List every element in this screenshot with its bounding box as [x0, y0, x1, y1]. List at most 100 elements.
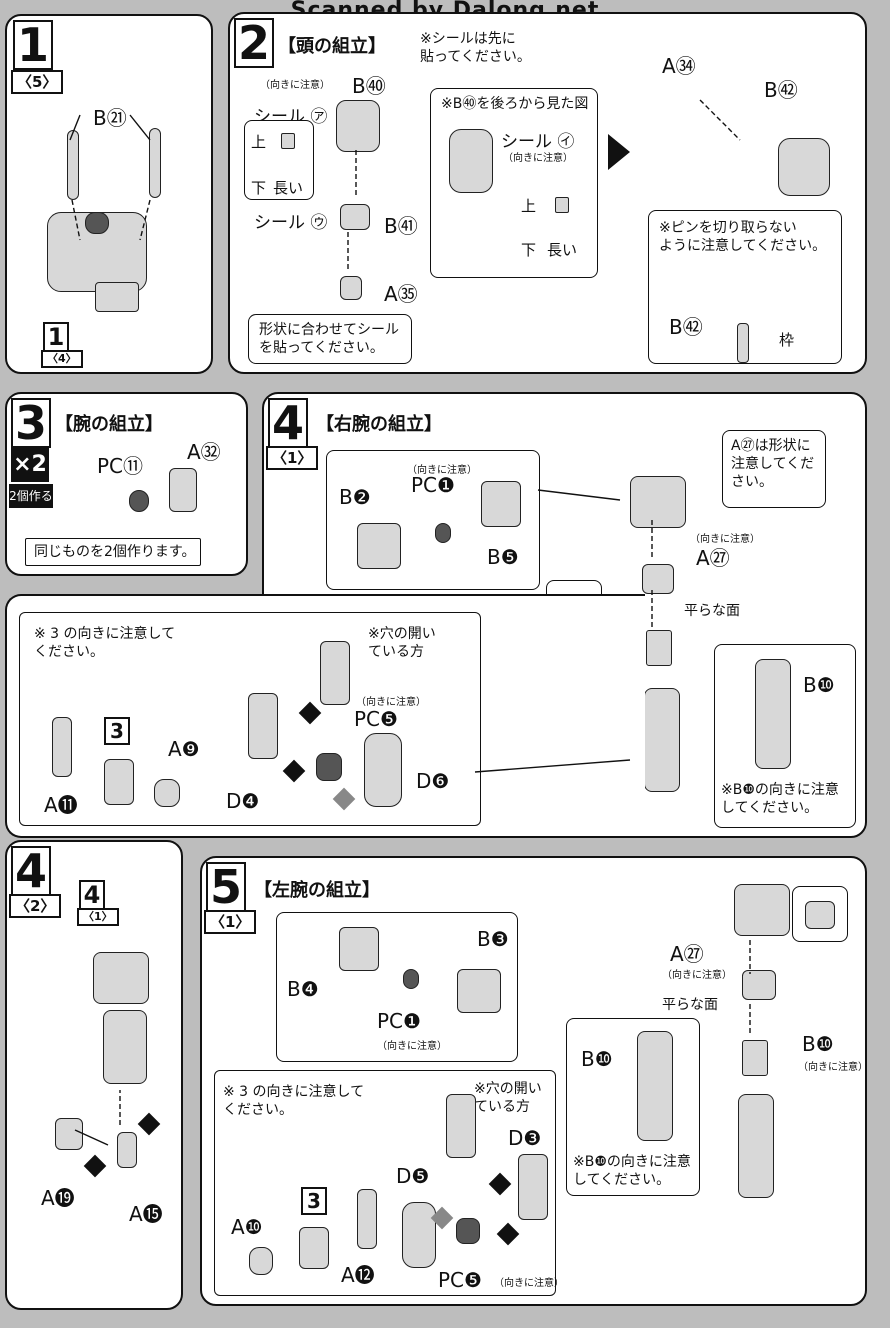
step5-orient-2: （向きに注意）: [662, 970, 732, 981]
step2-orient-1: （向きに注意）: [260, 80, 330, 91]
step2-orient-2: （向きに注意）: [503, 153, 573, 164]
d3-part: [518, 1154, 548, 1220]
step4-1-lower-panel: ※ 3 の向きに注意して ください。 3 A❾ A⓫ ※穴の開い ている方 （向…: [5, 594, 645, 838]
b10-note-box: B❿ ※B❿の向きに注意 してください。: [714, 644, 856, 828]
step5-label-a10: A❿: [231, 1215, 263, 1239]
step4-1-label-a11: A⓫: [44, 793, 78, 817]
head-assembled: [778, 138, 830, 196]
left-forearm-assembled: [738, 1094, 774, 1198]
step4-2-sub: 〈2〉: [9, 894, 62, 918]
step5-label-b3: B❸: [477, 927, 509, 951]
step4-1-label-a9: A❾: [168, 737, 200, 761]
head-part-a35: [340, 276, 362, 300]
step5-label-pc1: PC❶: [377, 1009, 421, 1033]
step4-1-label-a27: A㉗: [696, 546, 730, 570]
step4-2-ref-sub: 〈1〉: [77, 908, 119, 926]
left-elbow-sub-box: B❹ PC❶ （向きに注意） B❸: [276, 912, 518, 1062]
step3-title: 【腕の組立】: [55, 414, 163, 435]
seal-a-long: 長い: [273, 179, 304, 197]
arm-upper-assembled: [93, 952, 149, 1004]
a15-part: [117, 1132, 137, 1168]
step1-ref-sub: 〈4〉: [41, 350, 83, 368]
step2-title: 【頭の組立】: [278, 36, 386, 57]
step5-flat: 平らな面: [662, 997, 718, 1013]
step2-seal-u: シール ㋒: [254, 213, 328, 233]
left-pc5-part: [456, 1218, 480, 1244]
step2-pin-note: ※ピンを切り取らない ように注意してください。: [659, 220, 827, 254]
step5-hole-note: ※穴の開い ている方: [474, 1081, 542, 1115]
b10-detail-shape: [755, 659, 791, 769]
left-a27-part: [742, 970, 776, 1000]
left-pc1-part: [403, 969, 419, 989]
a32-part: [169, 468, 197, 512]
pc11-part: [129, 490, 149, 512]
step5-label-b10b: B❿: [802, 1032, 834, 1056]
step1-label-b21: B㉑: [93, 106, 127, 130]
a27-note-box: A㉗は形状に 注意してくだ さい。: [722, 430, 826, 508]
step5-step3-note: ※ 3 の向きに注意して ください。: [223, 1084, 365, 1118]
head-back-shape: [449, 129, 493, 193]
step2-shape-note: 形状に合わせてシール を貼ってください。: [259, 322, 399, 356]
step5-title: 【左腕の組立】: [254, 880, 380, 901]
step2-label-b41: B㊶: [384, 214, 418, 238]
step2-label-a35: A㉟: [384, 282, 418, 306]
a27-part: [642, 564, 674, 594]
step4-1-sub: 〈1〉: [266, 446, 319, 470]
b5-part: [481, 481, 521, 527]
step4-1-ref3: 3: [104, 717, 130, 745]
seal-a-shape: [281, 133, 295, 149]
torso-legs: [95, 282, 139, 312]
step4-1-a27-note: A㉗は形状に 注意してくだ さい。: [731, 438, 815, 490]
step2-label-b40: B㊵: [352, 74, 386, 98]
pc1-part: [435, 523, 451, 543]
step2-frame-label: 枠: [779, 331, 795, 349]
seal-i-long: 長い: [547, 241, 578, 259]
step4-1-label-pc5: PC❺: [354, 707, 398, 731]
step4-2-label-a19: A⓳: [41, 1186, 75, 1210]
step4-2-number: 4: [11, 846, 51, 896]
step4-1-label-d6: D❻: [416, 769, 450, 793]
step4-1-label-b10-detail: B❿: [803, 673, 835, 697]
elbow-sub-box: （向きに注意） PC❶ B❷ B❺: [326, 450, 540, 590]
a19-part: [55, 1118, 83, 1150]
step4-1-orient-4: （向きに注意）: [356, 697, 426, 708]
big-arrow-icon: [608, 134, 630, 170]
pin-note-box: ※ピンを切り取らない ように注意してください。 B㊷ 枠: [648, 210, 842, 364]
step3-same-note: 同じものを2個作ります。: [34, 544, 196, 560]
same-note-box: 同じものを2個作ります。: [25, 538, 201, 566]
shape-note-box: 形状に合わせてシール を貼ってください。: [248, 314, 412, 364]
step2-note-top: ※シールは先に 貼ってください。: [420, 31, 531, 65]
step2-label-b42b: B㊷: [669, 315, 703, 339]
b2-part: [357, 523, 401, 569]
step2-seal-i: シール ㋑: [501, 132, 575, 152]
step5-label-a12: A⓬: [341, 1263, 375, 1287]
step4-1-orient-1: （向きに注意）: [407, 465, 477, 476]
forearm-sub-box: ※ 3 の向きに注意して ください。 3 A❾ A⓫ ※穴の開い ている方 （向…: [19, 612, 481, 826]
step1-number: 1: [13, 20, 53, 70]
seal-a-up: 上: [251, 133, 267, 151]
seal-a-box: 上 下 長い: [244, 120, 314, 200]
d4-part: [248, 693, 278, 759]
step5-orient-3: （向きに注意）: [798, 1062, 868, 1073]
step4-1-label-pc1: PC❶: [411, 473, 455, 497]
antenna-left: [67, 130, 79, 200]
elbow-joint-part: [320, 641, 350, 705]
frame-runner: [737, 323, 749, 363]
step4-1-orient-2: （向きに注意）: [690, 534, 760, 545]
step4-2-panel: 4 〈2〉 4 〈1〉 A⓳ A⓯: [5, 840, 183, 1310]
left-upper-arm: [734, 884, 790, 936]
a9-part: [154, 779, 180, 807]
step3-panel: 3 【腕の組立】 ×2 2個作る PC⑪ A㉜ 同じものを2個作ります。: [5, 392, 248, 576]
left-step3-part: [299, 1227, 329, 1269]
step2-panel: 2 【頭の組立】 ※シールは先に 貼ってください。 B㊵ （向きに注意） シール…: [228, 12, 867, 374]
step5-label-b4: B❹: [287, 977, 319, 1001]
step3-label-a32: A㉜: [187, 440, 221, 464]
step5-label-b10: B❿: [581, 1047, 613, 1071]
step3-label-pc11: PC⑪: [97, 454, 144, 478]
step3-part: [104, 759, 134, 805]
step4-2-label-a15: A⓯: [129, 1202, 163, 1226]
b10-part: [646, 630, 672, 666]
b3-part: [457, 969, 501, 1013]
pc5-part: [316, 753, 342, 781]
